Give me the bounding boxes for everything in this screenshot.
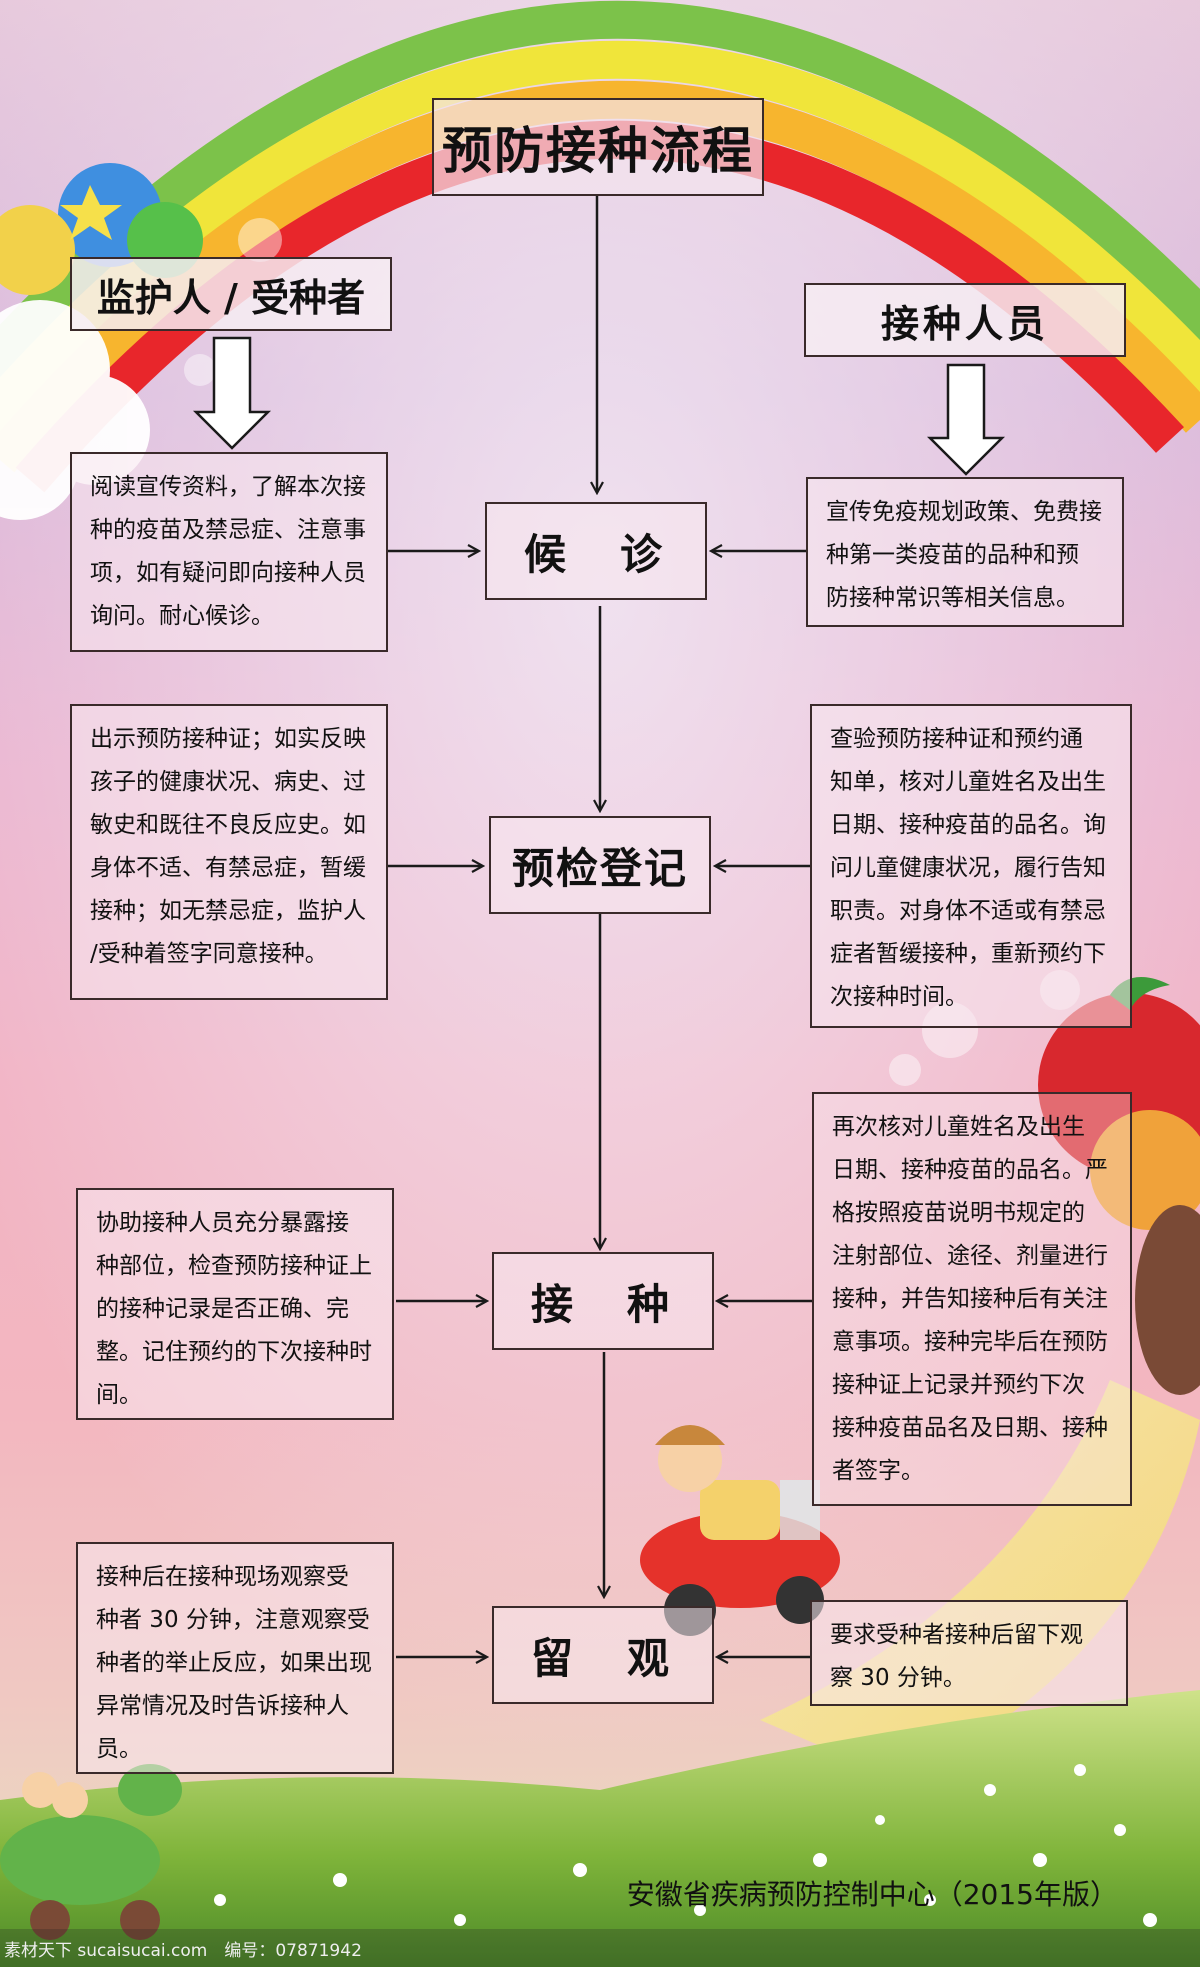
- note-text: 查验预防接种证和预约通 知单，核对儿童姓名及出生 日期、接种疫苗的品名。询 问儿…: [830, 726, 1106, 1010]
- publisher-footer: 安徽省疾病预防控制中心（2015年版）: [626, 1878, 1118, 1911]
- note-text: 协助接种人员充分暴露接 种部位，检查预防接种证上 的接种记录是否正确、完 整。记…: [96, 1210, 372, 1408]
- watermark-bar: [0, 1929, 1200, 1967]
- apple-house: [1038, 977, 1200, 1395]
- guardian-note-waiting: 阅读宣传资料，了解本次接 种的疫苗及禁忌症、注意事 项，如有疑问即向接种人员 询…: [70, 452, 388, 652]
- grass: [0, 1690, 1200, 1967]
- hollow-arrow-right: [926, 363, 1006, 476]
- vaccinator-note-precheck: 查验预防接种证和预约通 知单，核对儿童姓名及出生 日期、接种疫苗的品名。询 问儿…: [810, 704, 1132, 1028]
- role-guardian: 监护人 / 受种者: [70, 257, 392, 331]
- vaccinator-note-waiting: 宣传免疫规划政策、免费接 种第一类疫苗的品种和预 防接种常识等相关信息。: [806, 477, 1124, 627]
- guardian-note-precheck: 出示预防接种证；如实反映 孩子的健康状况、病史、过 敏史和既往不良反应史。如 身…: [70, 704, 388, 1000]
- note-text: 宣传免疫规划政策、免费接 种第一类疫苗的品种和预 防接种常识等相关信息。: [826, 499, 1102, 611]
- vaccinator-note-vaccination: 再次核对儿童姓名及出生 日期、接种疫苗的品名。严 格按照疫苗说明书规定的 注射部…: [812, 1092, 1132, 1506]
- hollow-arrow-left: [192, 336, 272, 450]
- note-text: 接种后在接种现场观察受 种者 30 分钟，注意观察受 种者的举止反应，如果出现 …: [96, 1564, 372, 1762]
- step-vaccination: 接 种: [492, 1252, 714, 1350]
- dinosaur-illustration: [0, 1764, 182, 1940]
- note-text: 出示预防接种证；如实反映 孩子的健康状况、病史、过 敏史和既往不良反应史。如 身…: [90, 726, 366, 967]
- watermark-text: 素材天下 sucaisucai.com 编号：07871942: [4, 1941, 362, 1961]
- step-waiting: 候 诊: [485, 502, 707, 600]
- step-precheck-registration: 预检登记: [489, 816, 711, 914]
- diagram-title: 预防接种流程: [432, 98, 764, 196]
- note-text: 要求受种者接种后留下观 察 30 分钟。: [830, 1622, 1083, 1691]
- vaccinator-note-observation: 要求受种者接种后留下观 察 30 分钟。: [810, 1600, 1128, 1706]
- guardian-note-vaccination: 协助接种人员充分暴露接 种部位，检查预防接种证上 的接种记录是否正确、完 整。记…: [76, 1188, 394, 1420]
- role-vaccinator: 接种人员: [804, 283, 1126, 357]
- guardian-note-observation: 接种后在接种现场观察受 种者 30 分钟，注意观察受 种者的举止反应，如果出现 …: [76, 1542, 394, 1774]
- note-text: 阅读宣传资料，了解本次接 种的疫苗及禁忌症、注意事 项，如有疑问即向接种人员 询…: [90, 474, 366, 629]
- step-observation: 留 观: [492, 1606, 714, 1704]
- flowers: [113, 1764, 1157, 1927]
- note-text: 再次核对儿童姓名及出生 日期、接种疫苗的品名。严 格按照疫苗说明书规定的 注射部…: [832, 1114, 1108, 1484]
